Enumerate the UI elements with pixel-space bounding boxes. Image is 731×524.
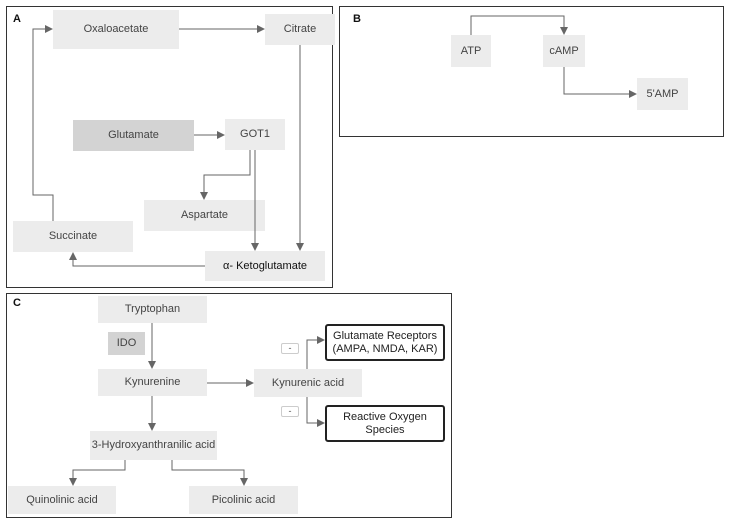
node-glutamate-receptors: Glutamate Receptors (AMPA, NMDA, KAR) [325, 324, 445, 361]
node-got1: GOT1 [225, 119, 285, 150]
ros-line2: Species [365, 423, 405, 436]
node-hydroxyanthranilic-acid: 3-Hydroxyanthranilic acid [90, 431, 217, 460]
arrow-atp-camp [470, 15, 568, 35]
inhibition-mark-receptors: - [281, 343, 299, 354]
node-atp: ATP [451, 35, 491, 67]
node-citrate: Citrate [265, 14, 335, 45]
inhibition-mark-ros: - [281, 406, 299, 417]
node-kynurenic-acid: Kynurenic acid [254, 369, 362, 397]
panel-b-label: B [353, 13, 361, 25]
node-kynurenine: Kynurenine [98, 369, 207, 396]
node-picolinic-acid: Picolinic acid [189, 486, 298, 514]
arrow-succinate-oxaloacetate [32, 25, 54, 221]
arrow-kynurenic-receptors [306, 336, 325, 369]
node-ido: IDO [108, 332, 145, 355]
arrow-got1-aspartate [200, 150, 251, 200]
node-tryptophan: Tryptophan [98, 296, 207, 323]
node-glutamate: Glutamate [73, 120, 194, 151]
node-5amp: 5'AMP [637, 78, 688, 110]
arrow-hydroxy-quinolinic [69, 460, 126, 486]
node-aspartate: Aspartate [144, 200, 265, 231]
panel-b [339, 6, 724, 137]
node-ketoglutamate: α- Ketoglutamate [205, 251, 325, 281]
node-oxaloacetate: Oxaloacetate [53, 10, 179, 49]
glutamate-receptors-line1: Glutamate Receptors [333, 329, 437, 342]
node-quinolinic-acid: Quinolinic acid [8, 486, 116, 514]
arrow-ketoglutamate-succinate [69, 252, 205, 267]
node-camp: cAMP [543, 35, 585, 67]
arrow-hydroxy-picolinic [171, 460, 248, 486]
ros-line1: Reactive Oxygen [343, 410, 427, 423]
panel-c-label: C [13, 297, 21, 309]
node-reactive-oxygen-species: Reactive Oxygen Species [325, 405, 445, 442]
panel-a-label: A [13, 13, 21, 25]
arrow-camp-5amp [563, 67, 637, 98]
arrow-kynurenic-ros [306, 397, 325, 427]
glutamate-receptors-line2: (AMPA, NMDA, KAR) [332, 342, 438, 355]
node-succinate: Succinate [13, 221, 133, 252]
